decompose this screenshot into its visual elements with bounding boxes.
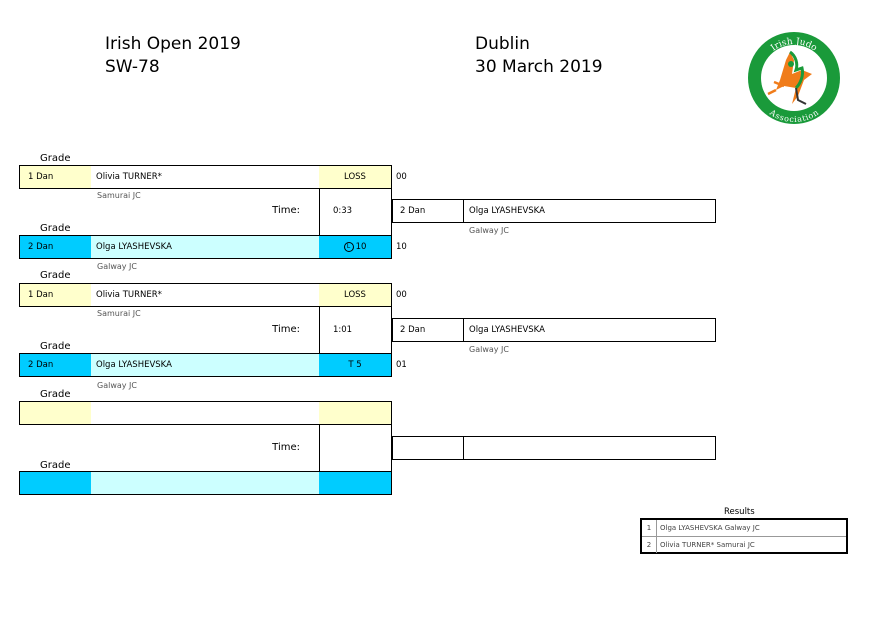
- match-time: 0:33: [333, 206, 353, 216]
- blue-grade: 2 Dan: [19, 353, 92, 377]
- blue-score: L 10: [319, 235, 392, 259]
- winner-club: Galway JC: [469, 345, 509, 354]
- results-table: 1 Olga LYASHEVSKA Galway JC 2 Olivia TUR…: [640, 518, 848, 554]
- white-grade: 1 Dan: [19, 283, 92, 307]
- white-grade: [19, 401, 92, 425]
- event-date: 30 March 2019: [475, 57, 603, 77]
- match-time: 1:01: [333, 325, 353, 335]
- white-seq: 00: [396, 172, 407, 182]
- time-label: Time:: [272, 442, 300, 453]
- result-rank: 1: [642, 520, 657, 536]
- grade-label: Grade: [40, 153, 71, 164]
- time-label: Time:: [272, 324, 300, 335]
- winner-grade: 2 Dan: [393, 319, 464, 341]
- white-score: LOSS: [319, 165, 392, 189]
- grade-label: Grade: [40, 341, 71, 352]
- match-winner-box: 2 Dan Olga LYASHEVSKA: [392, 318, 716, 342]
- result-rank: 2: [642, 537, 657, 553]
- grade-label: Grade: [40, 223, 71, 234]
- white-player-name: [91, 401, 320, 425]
- white-player-name: Olivia TURNER*: [91, 283, 320, 307]
- time-label: Time:: [272, 205, 300, 216]
- winner-grade: [393, 437, 464, 459]
- white-player-name: Olivia TURNER*: [91, 165, 320, 189]
- irish-judo-association-logo: Irish Judo Association: [748, 32, 840, 124]
- white-seq: 00: [396, 290, 407, 300]
- result-entry: Olivia TURNER* Samurai JC: [660, 541, 755, 549]
- blue-player-name: Olga LYASHEVSKA: [91, 235, 320, 259]
- blue-seq: 01: [396, 360, 407, 370]
- white-club: Samurai JC: [97, 309, 141, 318]
- blue-player-name: Olga LYASHEVSKA: [91, 353, 320, 377]
- results-row: 2 Olivia TURNER* Samurai JC: [642, 537, 846, 553]
- blue-score-value: 10: [355, 242, 367, 252]
- score-column-frame: [319, 188, 392, 236]
- white-score: [319, 401, 392, 425]
- white-score: LOSS: [319, 283, 392, 307]
- blue-grade: 2 Dan: [19, 235, 92, 259]
- results-title: Results: [724, 507, 755, 517]
- blue-club: Galway JC: [97, 262, 137, 271]
- blue-player-name: [91, 471, 320, 495]
- results-row: 1 Olga LYASHEVSKA Galway JC: [642, 520, 846, 537]
- result-entry: Olga LYASHEVSKA Galway JC: [660, 524, 760, 532]
- blue-grade: [19, 471, 92, 495]
- white-grade: 1 Dan: [19, 165, 92, 189]
- blue-score: T 5: [319, 353, 392, 377]
- grade-label: Grade: [40, 389, 71, 400]
- clock-icon: L: [343, 242, 354, 252]
- grade-label: Grade: [40, 460, 71, 471]
- weight-category: SW-78: [105, 57, 160, 77]
- score-column-frame: [319, 306, 392, 354]
- match-winner-box: 2 Dan Olga LYASHEVSKA: [392, 199, 716, 223]
- blue-seq: 10: [396, 242, 407, 252]
- score-column-frame: [319, 424, 392, 472]
- winner-name: Olga LYASHEVSKA: [469, 206, 545, 216]
- winner-grade: 2 Dan: [393, 200, 464, 222]
- white-club: Samurai JC: [97, 191, 141, 200]
- winner-name: Olga LYASHEVSKA: [469, 325, 545, 335]
- match-winner-box: [392, 436, 716, 460]
- blue-club: Galway JC: [97, 381, 137, 390]
- event-city: Dublin: [475, 34, 530, 54]
- event-title: Irish Open 2019: [105, 34, 241, 54]
- grade-label: Grade: [40, 270, 71, 281]
- blue-score: [319, 471, 392, 495]
- winner-club: Galway JC: [469, 226, 509, 235]
